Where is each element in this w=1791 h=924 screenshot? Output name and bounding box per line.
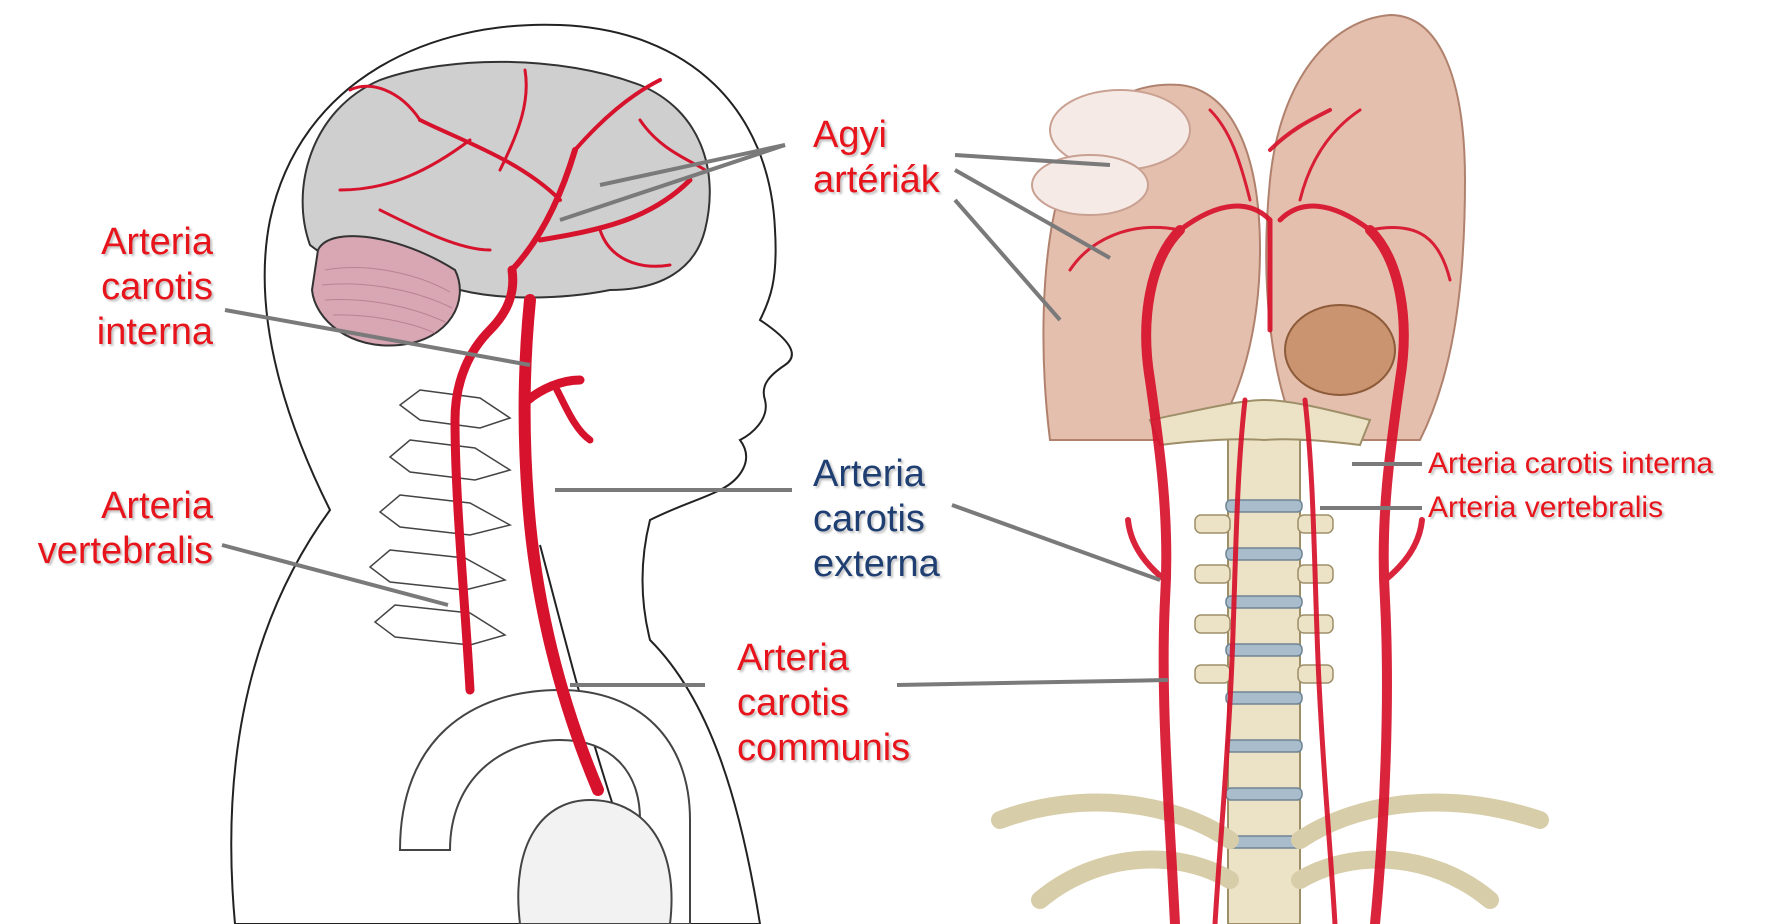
left-head-illustration <box>231 25 792 924</box>
label-vertebralis-left: Arteria vertebralis <box>38 484 213 574</box>
label-carotis-interna-left: Arteria carotis interna <box>97 220 213 355</box>
label-line: Arteria <box>737 636 910 681</box>
label-line: Arteria <box>97 220 213 265</box>
label-agyi-arteriak: Agyi artériák <box>813 113 940 203</box>
label-line: artériák <box>813 158 940 203</box>
label-line: carotis <box>813 497 940 542</box>
label-line: Agyi <box>813 113 940 158</box>
label-line: externa <box>813 542 940 587</box>
label-vertebralis-right: Arteria vertebralis <box>1428 490 1663 526</box>
label-line: carotis <box>97 265 213 310</box>
label-line: vertebralis <box>38 529 213 574</box>
label-carotis-externa: Arteria carotis externa <box>813 452 940 587</box>
cerebellum <box>1285 305 1395 395</box>
label-carotis-communis: Arteria carotis communis <box>737 636 910 771</box>
label-carotis-interna-right: Arteria carotis interna <box>1428 446 1713 482</box>
label-line: Arteria <box>813 452 940 497</box>
label-line: communis <box>737 726 910 771</box>
label-line: carotis <box>737 681 910 726</box>
label-line: Arteria <box>38 484 213 529</box>
label-line: interna <box>97 310 213 355</box>
